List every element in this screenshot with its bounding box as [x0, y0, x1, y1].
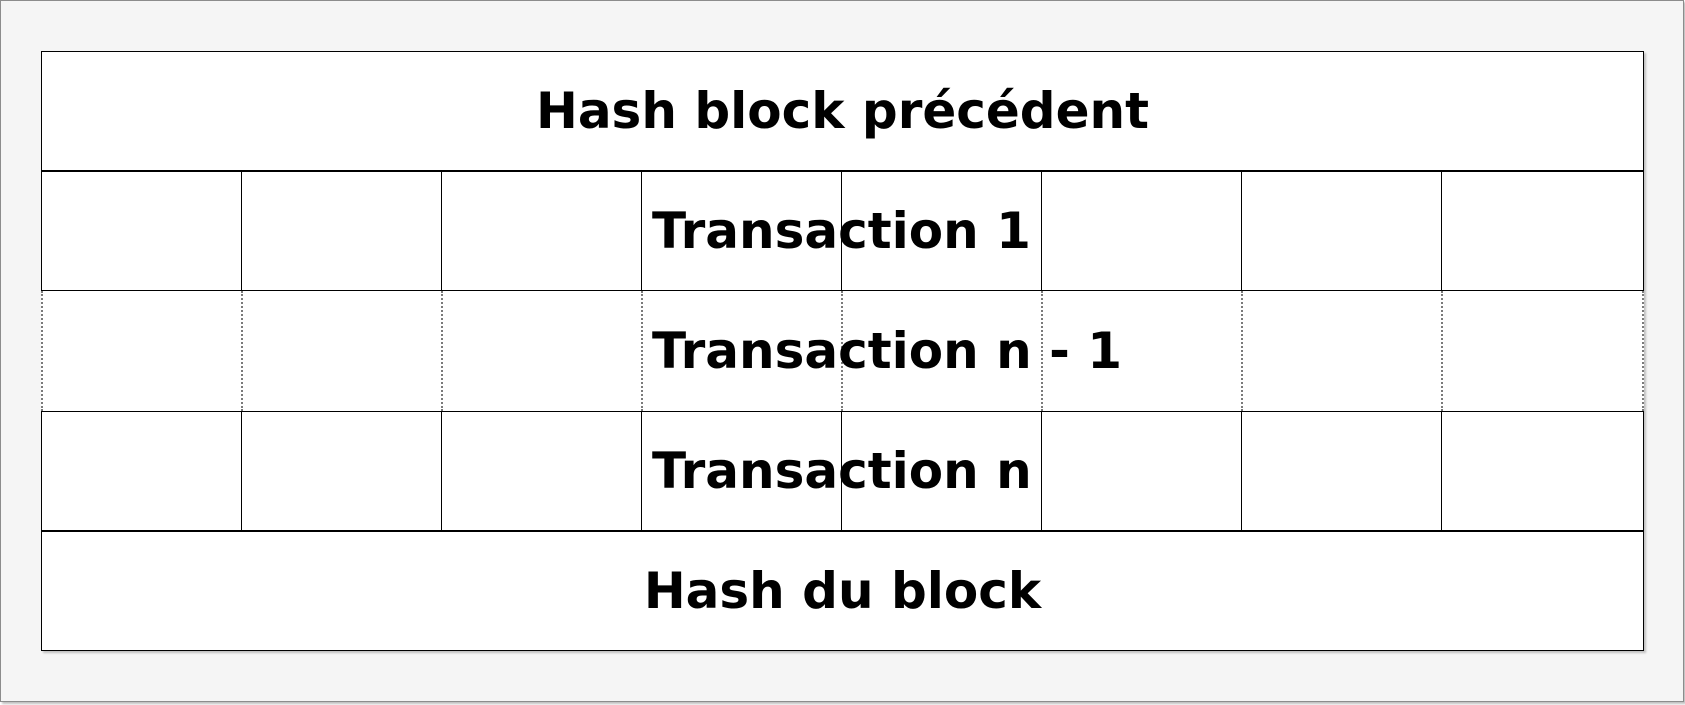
- transaction-cell: [841, 412, 1041, 530]
- transaction-cell: [1041, 291, 1241, 411]
- block-hash-label: Hash du block: [643, 562, 1042, 620]
- transaction-row-1: Transaction 1: [41, 171, 1644, 291]
- transaction-cell: [1041, 172, 1241, 290]
- transaction-cell: [241, 412, 441, 530]
- transaction-cell: [1241, 412, 1441, 530]
- transaction-cell: [241, 291, 441, 411]
- transaction-row-n-minus-1: Transaction n - 1: [41, 291, 1644, 411]
- transaction-row-n: Transaction n: [41, 411, 1644, 531]
- previous-block-hash-row: Hash block précédent: [41, 51, 1644, 171]
- transaction-cell: [1441, 412, 1644, 530]
- transaction-cell: [1441, 291, 1644, 411]
- transaction-cell: [41, 412, 241, 530]
- block-structure: Hash block précédent Transaction 1 Trans…: [41, 51, 1644, 651]
- transaction-cell: [41, 172, 241, 290]
- transaction-cell: [441, 291, 641, 411]
- transaction-cell: [641, 172, 841, 290]
- transaction-cell: [1241, 172, 1441, 290]
- transaction-cell: [241, 172, 441, 290]
- transaction-cell: [1441, 172, 1644, 290]
- transaction-cell: [41, 291, 241, 411]
- block-hash-row: Hash du block: [41, 531, 1644, 651]
- previous-block-hash-label: Hash block précédent: [535, 82, 1150, 140]
- transaction-cell: [441, 172, 641, 290]
- transaction-cell: [841, 172, 1041, 290]
- transaction-cell: [1041, 412, 1241, 530]
- transaction-cell: [441, 412, 641, 530]
- transaction-cell: [641, 412, 841, 530]
- transaction-cell: [841, 291, 1041, 411]
- transaction-cell: [1241, 291, 1441, 411]
- transaction-cell: [641, 291, 841, 411]
